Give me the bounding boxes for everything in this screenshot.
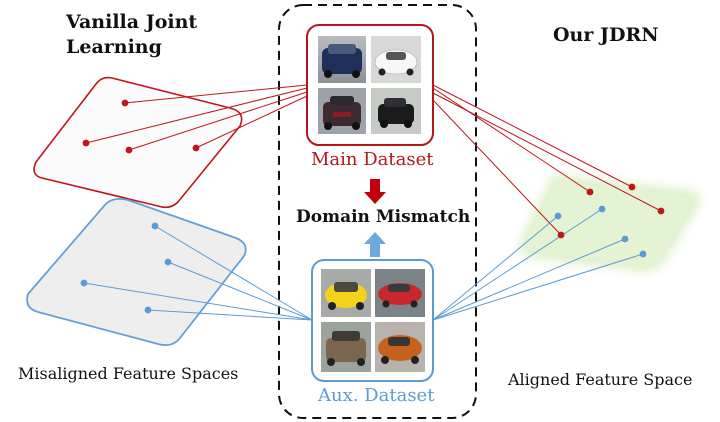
left-red-points bbox=[82, 99, 200, 154]
aux-to-right-lines bbox=[432, 208, 644, 321]
main-dataset-thumbnails bbox=[318, 36, 421, 134]
center-dashed-frame bbox=[278, 4, 477, 419]
domain-mismatch-label: Domain Mismatch bbox=[296, 207, 471, 227]
main-thumb-4 bbox=[371, 88, 421, 134]
main-thumb-3 bbox=[318, 88, 366, 134]
aux-thumb-3 bbox=[321, 322, 371, 372]
left-caption: Misaligned Feature Spaces bbox=[18, 364, 239, 383]
main-to-right-lines bbox=[432, 84, 662, 236]
left-title-line-2: Learning bbox=[66, 36, 162, 58]
left-title-line-1: Vanilla Joint bbox=[66, 11, 198, 33]
aux-thumb-2 bbox=[375, 269, 425, 317]
aux-dataset-thumbnails bbox=[321, 269, 425, 372]
main-thumb-2 bbox=[371, 36, 421, 83]
left-blue-feature-plane bbox=[26, 197, 247, 347]
right-blue-points bbox=[554, 205, 647, 258]
main-thumb-1 bbox=[318, 36, 366, 83]
red-down-arrow bbox=[364, 179, 386, 204]
aux-to-left-lines bbox=[83, 225, 313, 321]
left-blue-points bbox=[80, 222, 172, 314]
left-red-feature-plane bbox=[33, 76, 243, 209]
aux-dataset-label: Aux. Dataset bbox=[318, 385, 435, 406]
aux-thumb-4 bbox=[375, 322, 425, 372]
aux-thumb-1 bbox=[321, 269, 371, 317]
right-title: Our JDRN bbox=[553, 24, 659, 46]
right-aligned-feature-plane-core bbox=[525, 181, 692, 266]
main-dataset-label: Main Dataset bbox=[311, 149, 434, 170]
blue-up-arrow bbox=[364, 232, 386, 257]
right-caption: Aligned Feature Space bbox=[508, 370, 693, 389]
main-to-left-lines bbox=[85, 84, 308, 151]
right-red-points bbox=[557, 183, 665, 239]
